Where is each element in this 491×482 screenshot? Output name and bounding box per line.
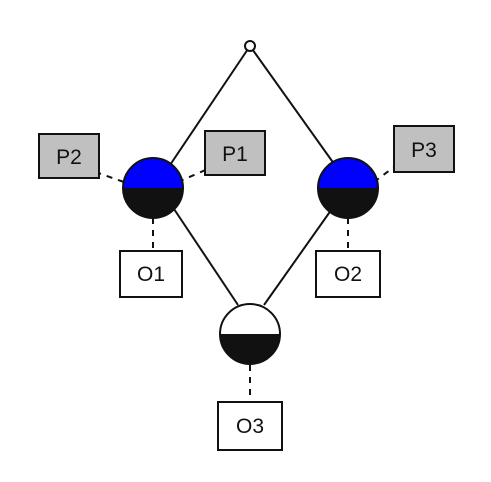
edge-left-bottom (171, 205, 239, 306)
object-label-o2: O2 (334, 263, 362, 286)
property-box-p1: P1 (204, 130, 266, 176)
object-box-o2: O2 (315, 250, 381, 298)
left-concept-node (122, 157, 184, 219)
bottom-concept-node (219, 303, 281, 365)
property-label-p1: P1 (222, 143, 248, 166)
edge-right-bottom (263, 205, 335, 306)
edge-top-left (167, 45, 251, 169)
object-label-o1: O1 (137, 263, 165, 286)
property-box-p2: P2 (38, 133, 100, 179)
property-label-p2: P2 (56, 146, 82, 169)
right-concept-node (317, 157, 379, 219)
object-label-o3: O3 (236, 415, 264, 438)
edge-top-right (249, 45, 338, 169)
object-box-o3: O3 (217, 401, 283, 451)
property-box-p3: P3 (393, 125, 455, 173)
top-node (244, 40, 256, 52)
property-label-p3: P3 (411, 139, 437, 162)
object-box-o1: O1 (119, 250, 183, 298)
